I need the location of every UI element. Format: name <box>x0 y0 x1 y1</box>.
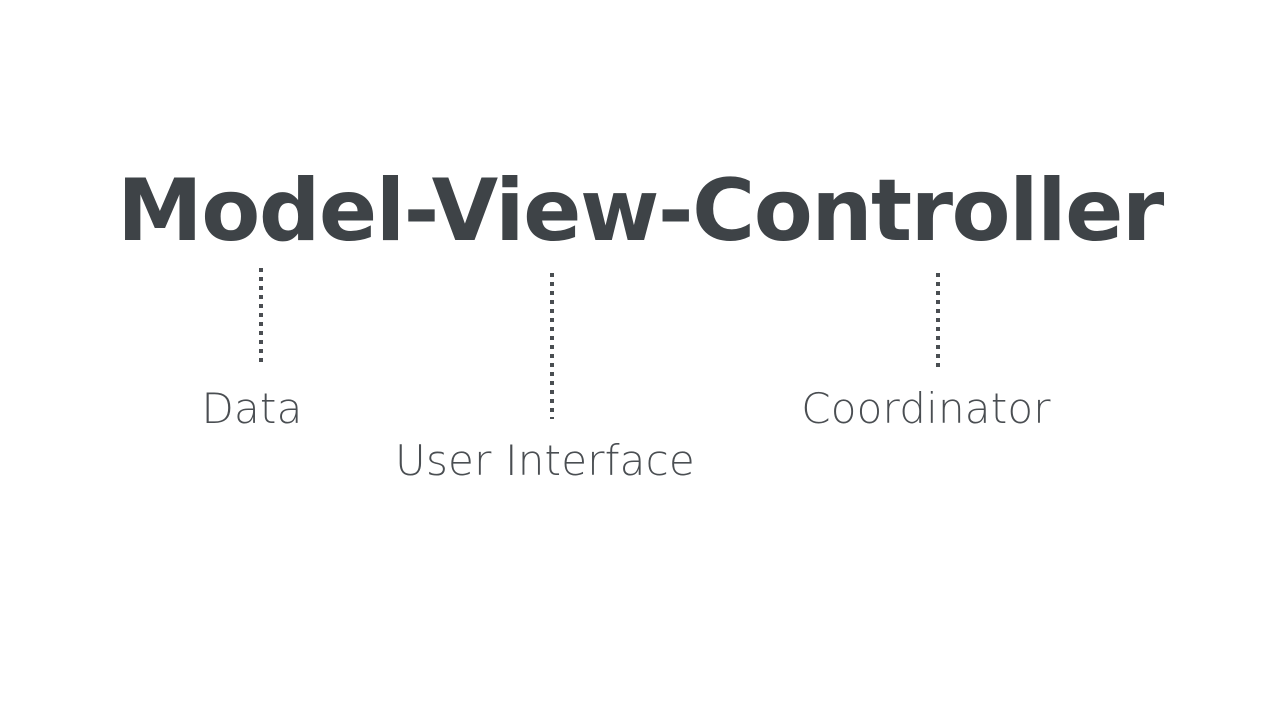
connector-model <box>259 268 263 366</box>
connector-controller <box>936 273 940 367</box>
leaf-label-controller: Coordinator <box>801 384 1051 433</box>
page-title: Model-View-Controller <box>117 161 1164 261</box>
connector-view <box>550 273 554 419</box>
leaf-label-view: User Interface <box>395 436 695 485</box>
leaf-label-model: Data <box>201 384 303 433</box>
